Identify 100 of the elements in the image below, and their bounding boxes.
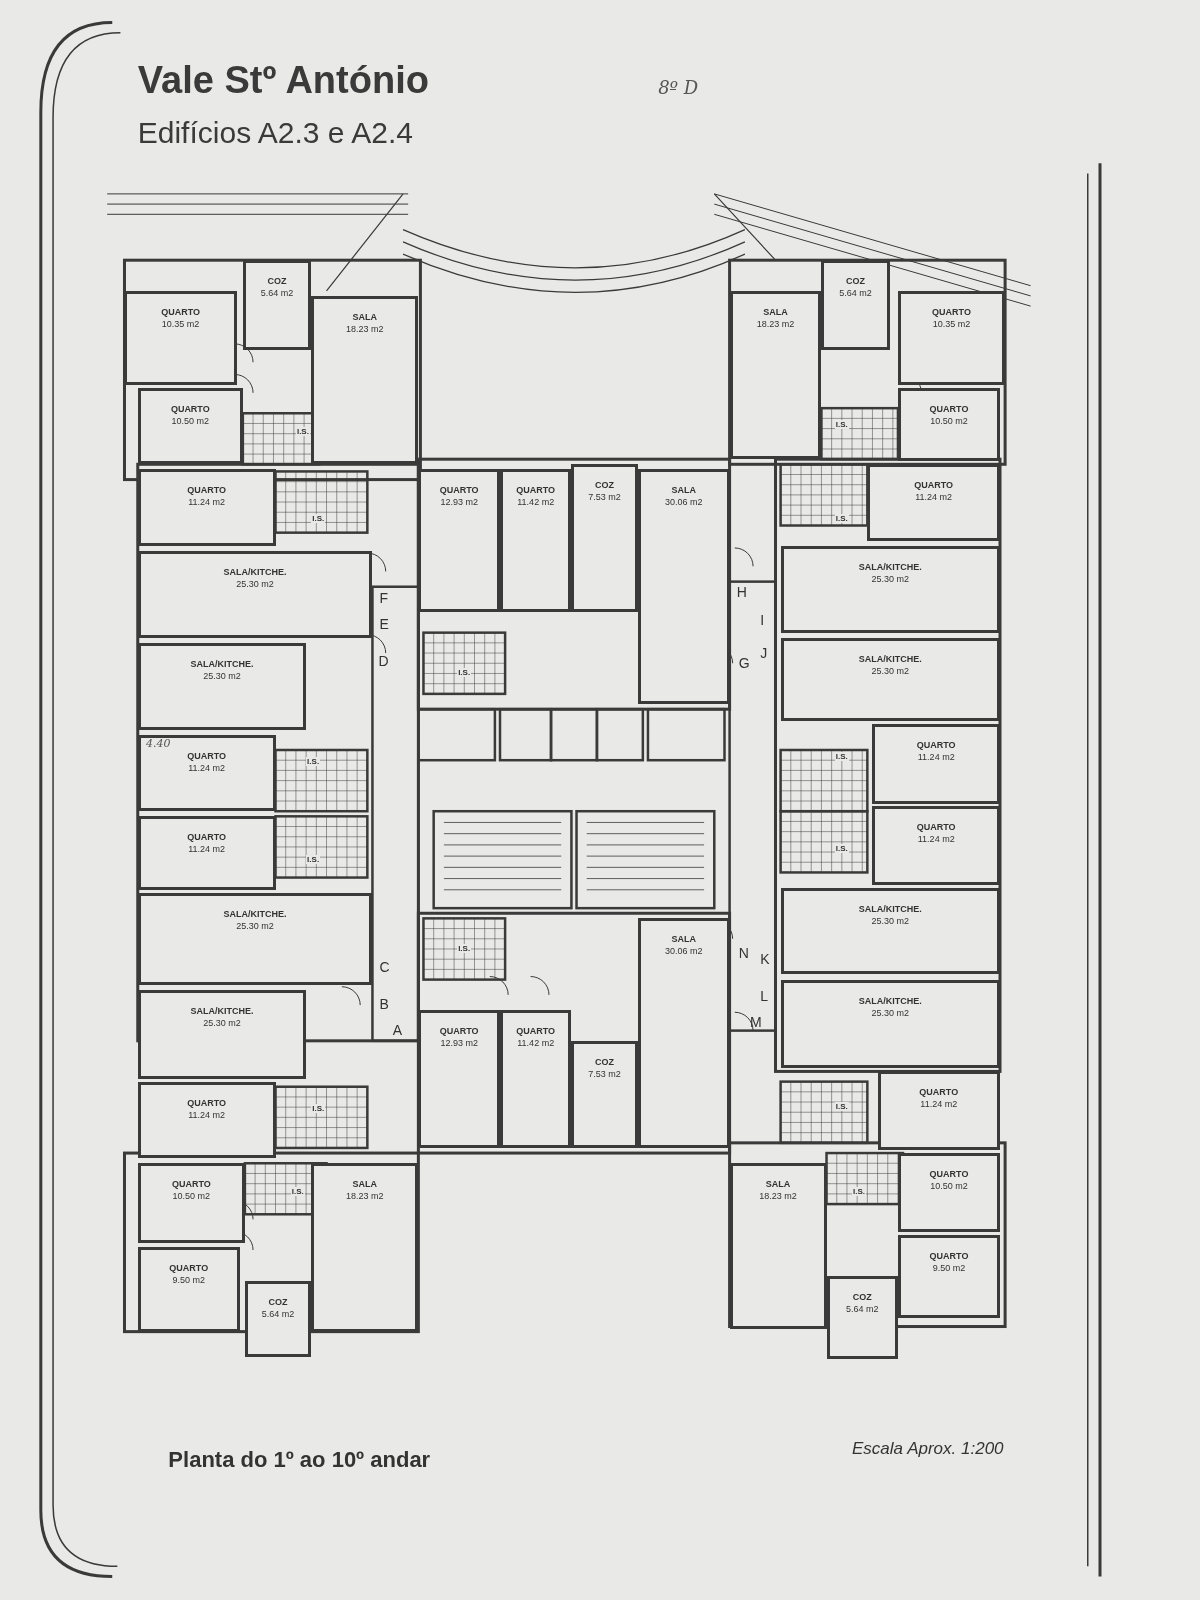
corridor-letter: B [379,995,389,1012]
bathroom-label: I.S. [306,757,321,767]
room-area: 25.30 m2 [783,1006,997,1019]
room-outline [780,637,1000,722]
room-outline [242,260,312,350]
room-outline [137,1163,245,1243]
room-outline [571,464,638,613]
room-outline [500,469,572,613]
room-outline [137,469,276,546]
room-name: SALA [670,484,697,497]
room-area: 25.30 m2 [783,664,997,677]
room-area: 30.06 m2 [640,945,727,958]
room-area: 9.50 m2 [900,1261,997,1274]
room-area: 11.24 m2 [140,843,273,856]
room-area: 10.35 m2 [900,317,1003,330]
room-name: QUARTO [186,1096,228,1109]
room-area: 25.30 m2 [140,919,370,932]
room-name: QUARTO [515,484,557,497]
room-name: SALA/KITCHE. [857,652,923,665]
room-outline [137,734,276,812]
room-outline [137,816,276,890]
room-name: SALA/KITCHE. [857,560,923,573]
corridor-letter: L [760,987,768,1004]
bathroom-label: I.S. [834,843,849,853]
bathroom-label: I.S. [834,1102,849,1112]
room-outline [137,551,373,638]
room-name: COZ [594,1055,616,1068]
bathroom-label: I.S. [290,1186,305,1196]
room-outline [780,545,1000,633]
room-outline [637,469,730,705]
room-outline [137,989,307,1079]
room-outline [137,892,373,985]
room-outline [780,887,1000,975]
room-area: 10.50 m2 [140,1190,242,1203]
room-outline [637,918,730,1148]
room-area: 18.23 m2 [732,317,819,330]
room-name: QUARTO [186,484,228,497]
scale-note: Escala Aprox. 1:200 [852,1438,1004,1459]
room-area: 5.64 m2 [245,287,309,300]
room-name: QUARTO [915,739,957,752]
room-outline [418,1010,500,1148]
room-outline [137,1246,240,1332]
room-outline [897,1234,1000,1319]
room-name: SALA [670,933,697,946]
room-name: QUARTO [169,402,211,415]
room-area: 25.30 m2 [140,1016,304,1029]
bathroom-label: I.S. [306,855,321,865]
room-area: 11.24 m2 [870,491,997,504]
room-outline [571,1040,638,1148]
room-outline [826,1275,898,1360]
bathroom-label: I.S. [457,668,472,678]
room-name: COZ [851,1290,873,1303]
room-area: 12.93 m2 [421,496,497,509]
room-name: SALA [762,305,789,318]
room-area: 11.24 m2 [875,751,997,764]
room-name: QUARTO [186,831,228,844]
room-name: QUARTO [918,1086,960,1099]
room-area: 10.35 m2 [127,317,234,330]
room-name: QUARTO [915,821,957,834]
room-outline [311,295,419,465]
room-area: 11.24 m2 [140,496,273,509]
room-name: QUARTO [168,1261,210,1274]
room-area: 10.50 m2 [900,1180,997,1193]
room-outline [500,1010,572,1148]
room-outline [244,1280,312,1358]
room-name: QUARTO [928,1249,970,1262]
room-area: 18.23 m2 [314,1190,416,1203]
room-area: 10.50 m2 [900,414,997,427]
room-area: 11.24 m2 [140,761,273,774]
corridor-letter: M [750,1014,762,1031]
room-outline [872,724,1000,805]
room-outline [124,290,237,385]
room-name: QUARTO [438,1025,480,1038]
room-area: 7.53 m2 [574,1067,635,1080]
room-name: QUARTO [515,1025,557,1038]
room-name: SALA/KITCHE. [222,566,288,578]
room-area: 25.30 m2 [140,578,370,590]
bathroom-label: I.S. [311,514,326,524]
room-outline [872,806,1000,885]
room-name: COZ [594,479,616,492]
room-name: SALA [764,1178,792,1191]
room-outline [897,290,1006,385]
room-outline [729,1163,827,1329]
room-area: 11.24 m2 [880,1098,997,1111]
room-area: 25.30 m2 [140,669,304,682]
room-area: 9.50 m2 [140,1273,237,1286]
corridor-letter: N [738,944,749,961]
room-outline [897,387,1000,462]
room-area: 5.64 m2 [824,287,887,300]
room-name: QUARTO [438,484,480,497]
room-name: SALA/KITCHE. [222,907,288,920]
room-outline [877,1071,1000,1150]
room-area: 11.42 m2 [503,1037,569,1050]
room-name: SALA/KITCHE. [857,994,923,1007]
room-name: QUARTO [928,402,970,415]
room-name: QUARTO [913,479,955,492]
room-area: 18.23 m2 [732,1190,824,1203]
bathroom-label: I.S. [834,514,849,524]
corridor-letter: C [379,959,390,976]
bathroom-label: I.S. [311,1104,326,1114]
